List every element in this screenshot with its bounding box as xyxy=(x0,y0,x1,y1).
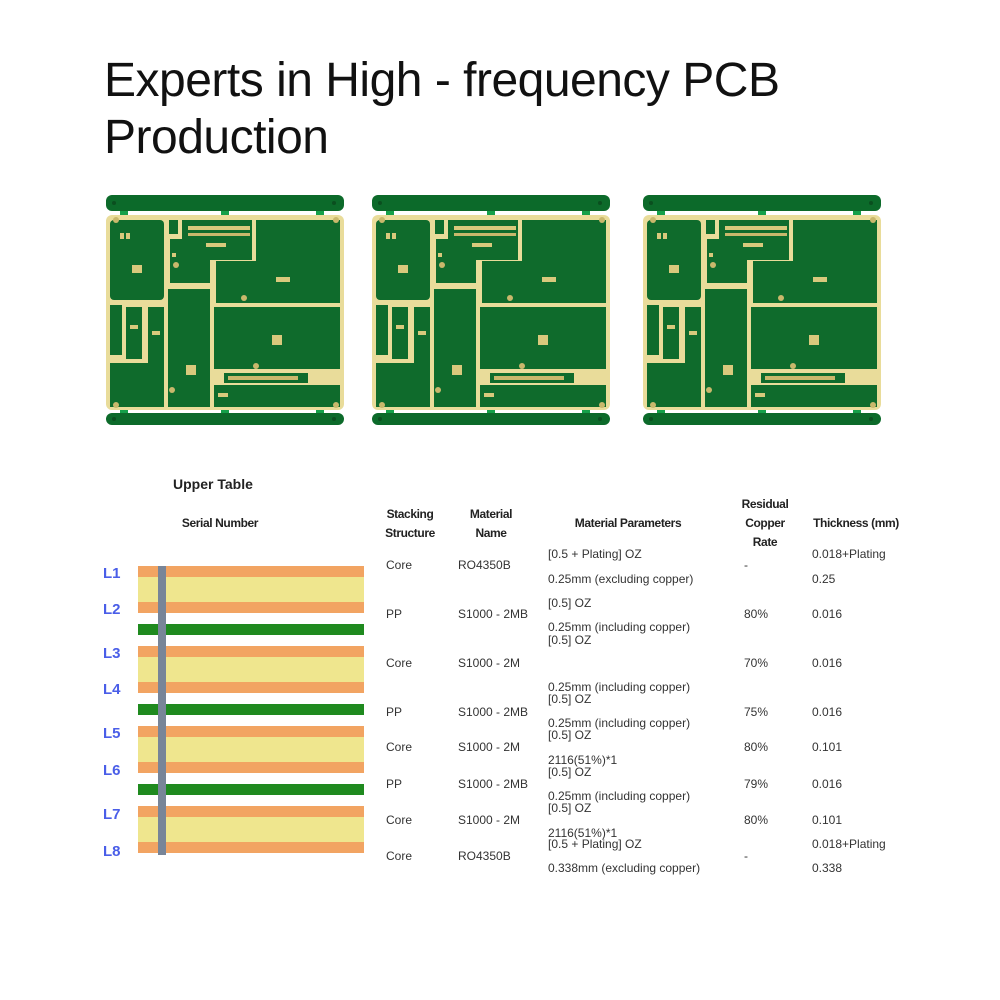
pcb-photo-3 xyxy=(643,195,881,425)
header-residual-copper-rate: Residual Copper Rate xyxy=(741,497,789,549)
pcb-photo-1 xyxy=(106,195,344,425)
pcb-photo-2 xyxy=(372,195,610,425)
header-thickness: Thickness (mm) xyxy=(813,516,899,530)
layer-label-l7: L7 xyxy=(103,806,121,823)
header-serial-number: Serial Number xyxy=(181,516,259,530)
layer-label-l6: L6 xyxy=(103,762,121,779)
header-material-parameters: Material Parameters xyxy=(574,516,682,530)
page-title: Experts in High - frequency PCB Producti… xyxy=(104,52,864,166)
core-layer xyxy=(138,817,364,842)
copper-layer-l5 xyxy=(138,726,364,737)
copper-layer-l8 xyxy=(138,842,364,853)
copper-layer-l1 xyxy=(138,566,364,577)
layer-label-l2: L2 xyxy=(103,601,121,618)
copper-layer-l6 xyxy=(138,762,364,773)
header-stacking-structure: Stacking Structure xyxy=(385,507,435,540)
layer-label-l3: L3 xyxy=(103,645,121,662)
section-title: Upper Table xyxy=(173,476,253,492)
page-title-line-1: Experts in High - frequency PCB xyxy=(104,54,780,107)
copper-layer-l3 xyxy=(138,646,364,657)
prepreg-layer xyxy=(138,784,364,795)
header-material-name: Material Name xyxy=(469,507,513,540)
core-layer xyxy=(138,577,364,602)
layer-label-l8: L8 xyxy=(103,843,121,860)
core-layer xyxy=(138,737,364,762)
copper-layer-l4 xyxy=(138,682,364,693)
via-barrel xyxy=(158,566,166,855)
layer-label-l4: L4 xyxy=(103,681,121,698)
copper-layer-l2 xyxy=(138,602,364,613)
copper-layer-l7 xyxy=(138,806,364,817)
prepreg-layer xyxy=(138,624,364,635)
core-layer xyxy=(138,657,364,682)
layer-label-l5: L5 xyxy=(103,725,121,742)
prepreg-layer xyxy=(138,704,364,715)
page-title-line-2: Production xyxy=(104,111,329,164)
layer-label-l1: L1 xyxy=(103,565,121,582)
